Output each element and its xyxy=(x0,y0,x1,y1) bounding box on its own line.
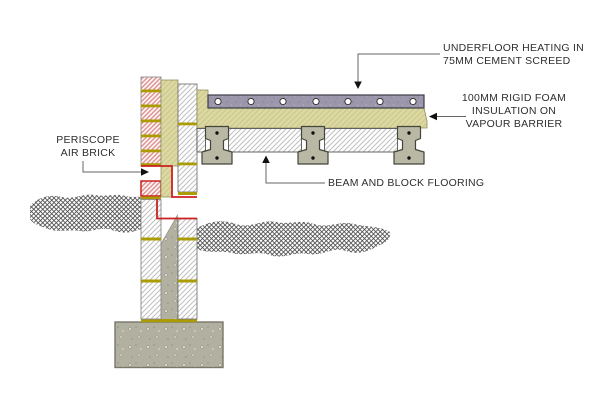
arrow-up-icon xyxy=(262,155,270,163)
label-beam-block-text: BEAM AND BLOCK FLOORING xyxy=(328,176,485,189)
floor-blocks xyxy=(196,128,398,153)
heating-pipe xyxy=(344,97,352,106)
heating-pipe xyxy=(376,97,384,106)
label-periscope-air-brick: PERISCOPE AIR BRICK xyxy=(38,134,138,160)
floor-beam xyxy=(201,125,233,165)
label-periscope-line1: PERISCOPE xyxy=(56,134,120,146)
arrow-right-icon xyxy=(141,168,149,176)
label-periscope-line2: AIR BRICK xyxy=(60,147,116,159)
outer-leaf-below-ground xyxy=(140,199,162,320)
ground-hatch-left xyxy=(30,194,141,233)
periscope-duct-line xyxy=(141,165,197,220)
label-underfloor-heating: UNDERFLOOR HEATING IN 75MM CEMENT SCREED xyxy=(443,42,584,68)
floor-insulation xyxy=(196,89,428,129)
heating-pipe xyxy=(279,97,287,106)
ground-hatch-right xyxy=(197,221,391,257)
beam-rebar-dots xyxy=(215,131,411,160)
heating-pipe xyxy=(409,97,417,106)
leader-underfloor-heating xyxy=(357,53,440,83)
arrow-left-icon xyxy=(429,112,437,121)
inner-block-leaf-lower xyxy=(177,218,198,320)
label-underfloor-heating-line1: UNDERFLOOR HEATING IN xyxy=(443,42,584,54)
mortar-bed-below-airbrick xyxy=(141,196,161,200)
label-rigid-foam-line3: VAPOUR BARRIER xyxy=(465,118,563,130)
outer-brick-leaf xyxy=(140,76,162,167)
floor-block xyxy=(228,128,302,153)
heating-pipe xyxy=(214,97,222,106)
floor-beam xyxy=(393,125,425,165)
floor-block xyxy=(324,128,398,153)
leader-lines xyxy=(82,53,466,184)
air-brick-unit xyxy=(140,180,162,197)
inner-block-leaf-upper xyxy=(177,83,198,195)
heating-pipe xyxy=(312,97,320,106)
label-rigid-foam-insulation: 100MM RIGID FOAM INSULATION ON VAPOUR BA… xyxy=(453,92,575,131)
label-rigid-foam-line1: 100MM RIGID FOAM xyxy=(461,92,567,104)
label-underfloor-heating-line2: 75MM CEMENT SCREED xyxy=(443,55,571,67)
leader-beam-block xyxy=(265,162,325,184)
label-rigid-foam-line2: INSULATION ON xyxy=(471,105,557,117)
leader-arrowheads xyxy=(141,81,437,176)
floor-block xyxy=(196,128,206,153)
cavity-insulation xyxy=(160,79,179,198)
mortar-joints-outer xyxy=(141,89,161,166)
heating-pipes xyxy=(214,97,417,106)
label-beam-block-flooring: BEAM AND BLOCK FLOORING xyxy=(328,177,484,190)
leader-periscope xyxy=(82,161,142,173)
floor-beams xyxy=(201,125,425,165)
heating-pipe xyxy=(247,97,255,106)
foundation-concrete xyxy=(114,321,224,369)
arrow-down-icon xyxy=(354,81,362,89)
mortar-bed-foundation xyxy=(141,319,197,323)
floor-beam xyxy=(297,125,329,165)
